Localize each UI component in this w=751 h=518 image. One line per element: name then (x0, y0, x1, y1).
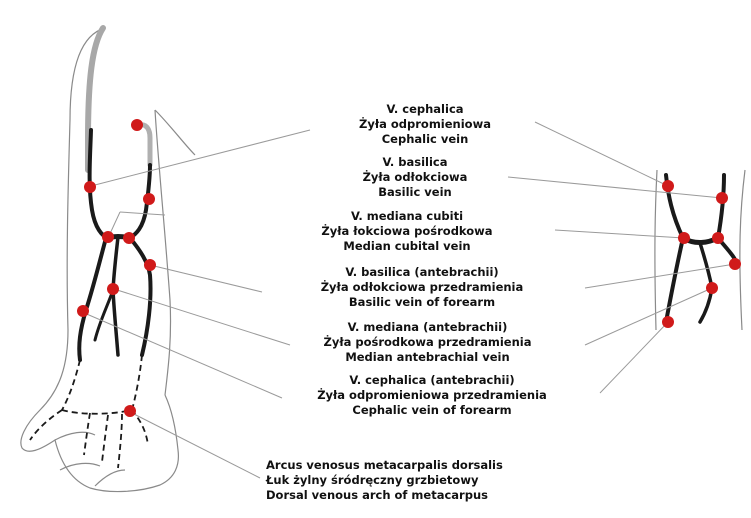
leader-median-antebrachial-inset (585, 288, 712, 345)
label-dorsal-venous-arch: Arcus venosus metacarpalis dorsalis Łuk … (266, 458, 606, 503)
leader-cephalic-forearm-inset (600, 322, 668, 393)
inset-right-edge (740, 170, 745, 330)
label-line: V. cephalica (310, 102, 540, 117)
marker-inset-cephalic (662, 180, 674, 192)
label-line: Dorsal venous arch of metacarpus (266, 488, 606, 503)
label-line: Łuk żylny śródręczny grzbietowy (266, 473, 606, 488)
hand-vein-4 (84, 413, 90, 455)
inset-basilic-path (718, 175, 724, 238)
marker-inset-median-antebrachial (706, 282, 718, 294)
label-line: Żyła odpromieniowa przedramienia (262, 388, 602, 403)
label-line: Median antebrachial vein (270, 350, 585, 365)
left-arm-veins (79, 130, 150, 360)
arm-medial-edge (155, 110, 171, 395)
label-cephalic-forearm-vein: V. cephalica (antebrachii) Żyła odpromie… (262, 373, 602, 418)
leader-cephalic-inset (535, 122, 668, 186)
leader-dorsal-arch (130, 412, 260, 478)
marker-median-cubital-right (123, 232, 135, 244)
hand-vein-6 (118, 414, 122, 468)
label-median-cubital-vein: V. mediana cubiti Żyła łokciowa pośrodko… (262, 209, 552, 254)
leader-cephalic-forearm (82, 312, 282, 398)
leader-basilic-forearm (150, 265, 262, 292)
label-line: Żyła odłokciowa przedramienia (262, 280, 582, 295)
hand-vein-1 (62, 360, 80, 410)
label-basilic-vein: V. basilica Żyła odłokciowa Basilic vein (300, 155, 530, 200)
label-line: V. mediana (antebrachii) (270, 320, 585, 335)
label-line: Żyła odpromieniowa (310, 117, 540, 132)
marker-basilic (143, 193, 155, 205)
marker-inset-basilic (716, 192, 728, 204)
marker-median-antebrachial (107, 283, 119, 295)
label-line: Basilic vein of forearm (262, 295, 582, 310)
leader-median-cubital-inset (555, 230, 684, 238)
marker-inset-median-cubital-left (678, 232, 690, 244)
hand-vein-7 (30, 410, 62, 440)
label-line: Basilic vein (300, 185, 530, 200)
inset-left-edge (655, 170, 657, 330)
marker-inset-basilic-forearm (729, 258, 741, 270)
inset-cephalic-forearm-path (666, 238, 683, 322)
leader-median-cubital (120, 212, 165, 215)
hand-fingers (55, 432, 125, 486)
marker-median-cubital-left (102, 231, 114, 243)
arm-outline (21, 28, 195, 492)
arm-shoulder-line (155, 110, 195, 155)
label-line: Cephalic vein of forearm (262, 403, 602, 418)
label-line: V. basilica (antebrachii) (262, 265, 582, 280)
marker-inset-cephalic-forearm (662, 316, 674, 328)
label-line: V. basilica (300, 155, 530, 170)
label-line: Median cubital vein (262, 239, 552, 254)
median-antebrachial-path (113, 237, 118, 355)
marker-basilic-forearm (144, 259, 156, 271)
leader-basilic-inset (508, 177, 722, 198)
label-line: Żyła odłokciowa (300, 170, 530, 185)
label-line: Cephalic vein (310, 132, 540, 147)
label-cephalic-vein: V. cephalica Żyła odpromieniowa Cephalic… (310, 102, 540, 147)
label-line: Arcus venosus metacarpalis dorsalis (266, 458, 606, 473)
marker-inset-median-cubital-right (712, 232, 724, 244)
marker-cephalic-upper (131, 119, 143, 131)
hand-vein-2 (132, 355, 142, 410)
marker-cephalic (84, 181, 96, 193)
leader-cephalic (91, 130, 310, 186)
label-line: Żyła pośrodkowa przedramienia (270, 335, 585, 350)
median-branch-path (95, 290, 113, 340)
marker-cephalic-forearm (77, 305, 89, 317)
label-line: V. cephalica (antebrachii) (262, 373, 602, 388)
cephalic-forearm-path (79, 238, 106, 360)
label-line: V. mediana cubiti (262, 209, 552, 224)
label-line: Żyła łokciowa pośrodkowa (262, 224, 552, 239)
hand-vein-5 (102, 415, 108, 462)
marker-dorsal-arch (124, 405, 136, 417)
label-median-antebrachial-vein: V. mediana (antebrachii) Żyła pośrodkowa… (270, 320, 585, 365)
label-basilic-forearm-vein: V. basilica (antebrachii) Żyła odłokciow… (262, 265, 582, 310)
